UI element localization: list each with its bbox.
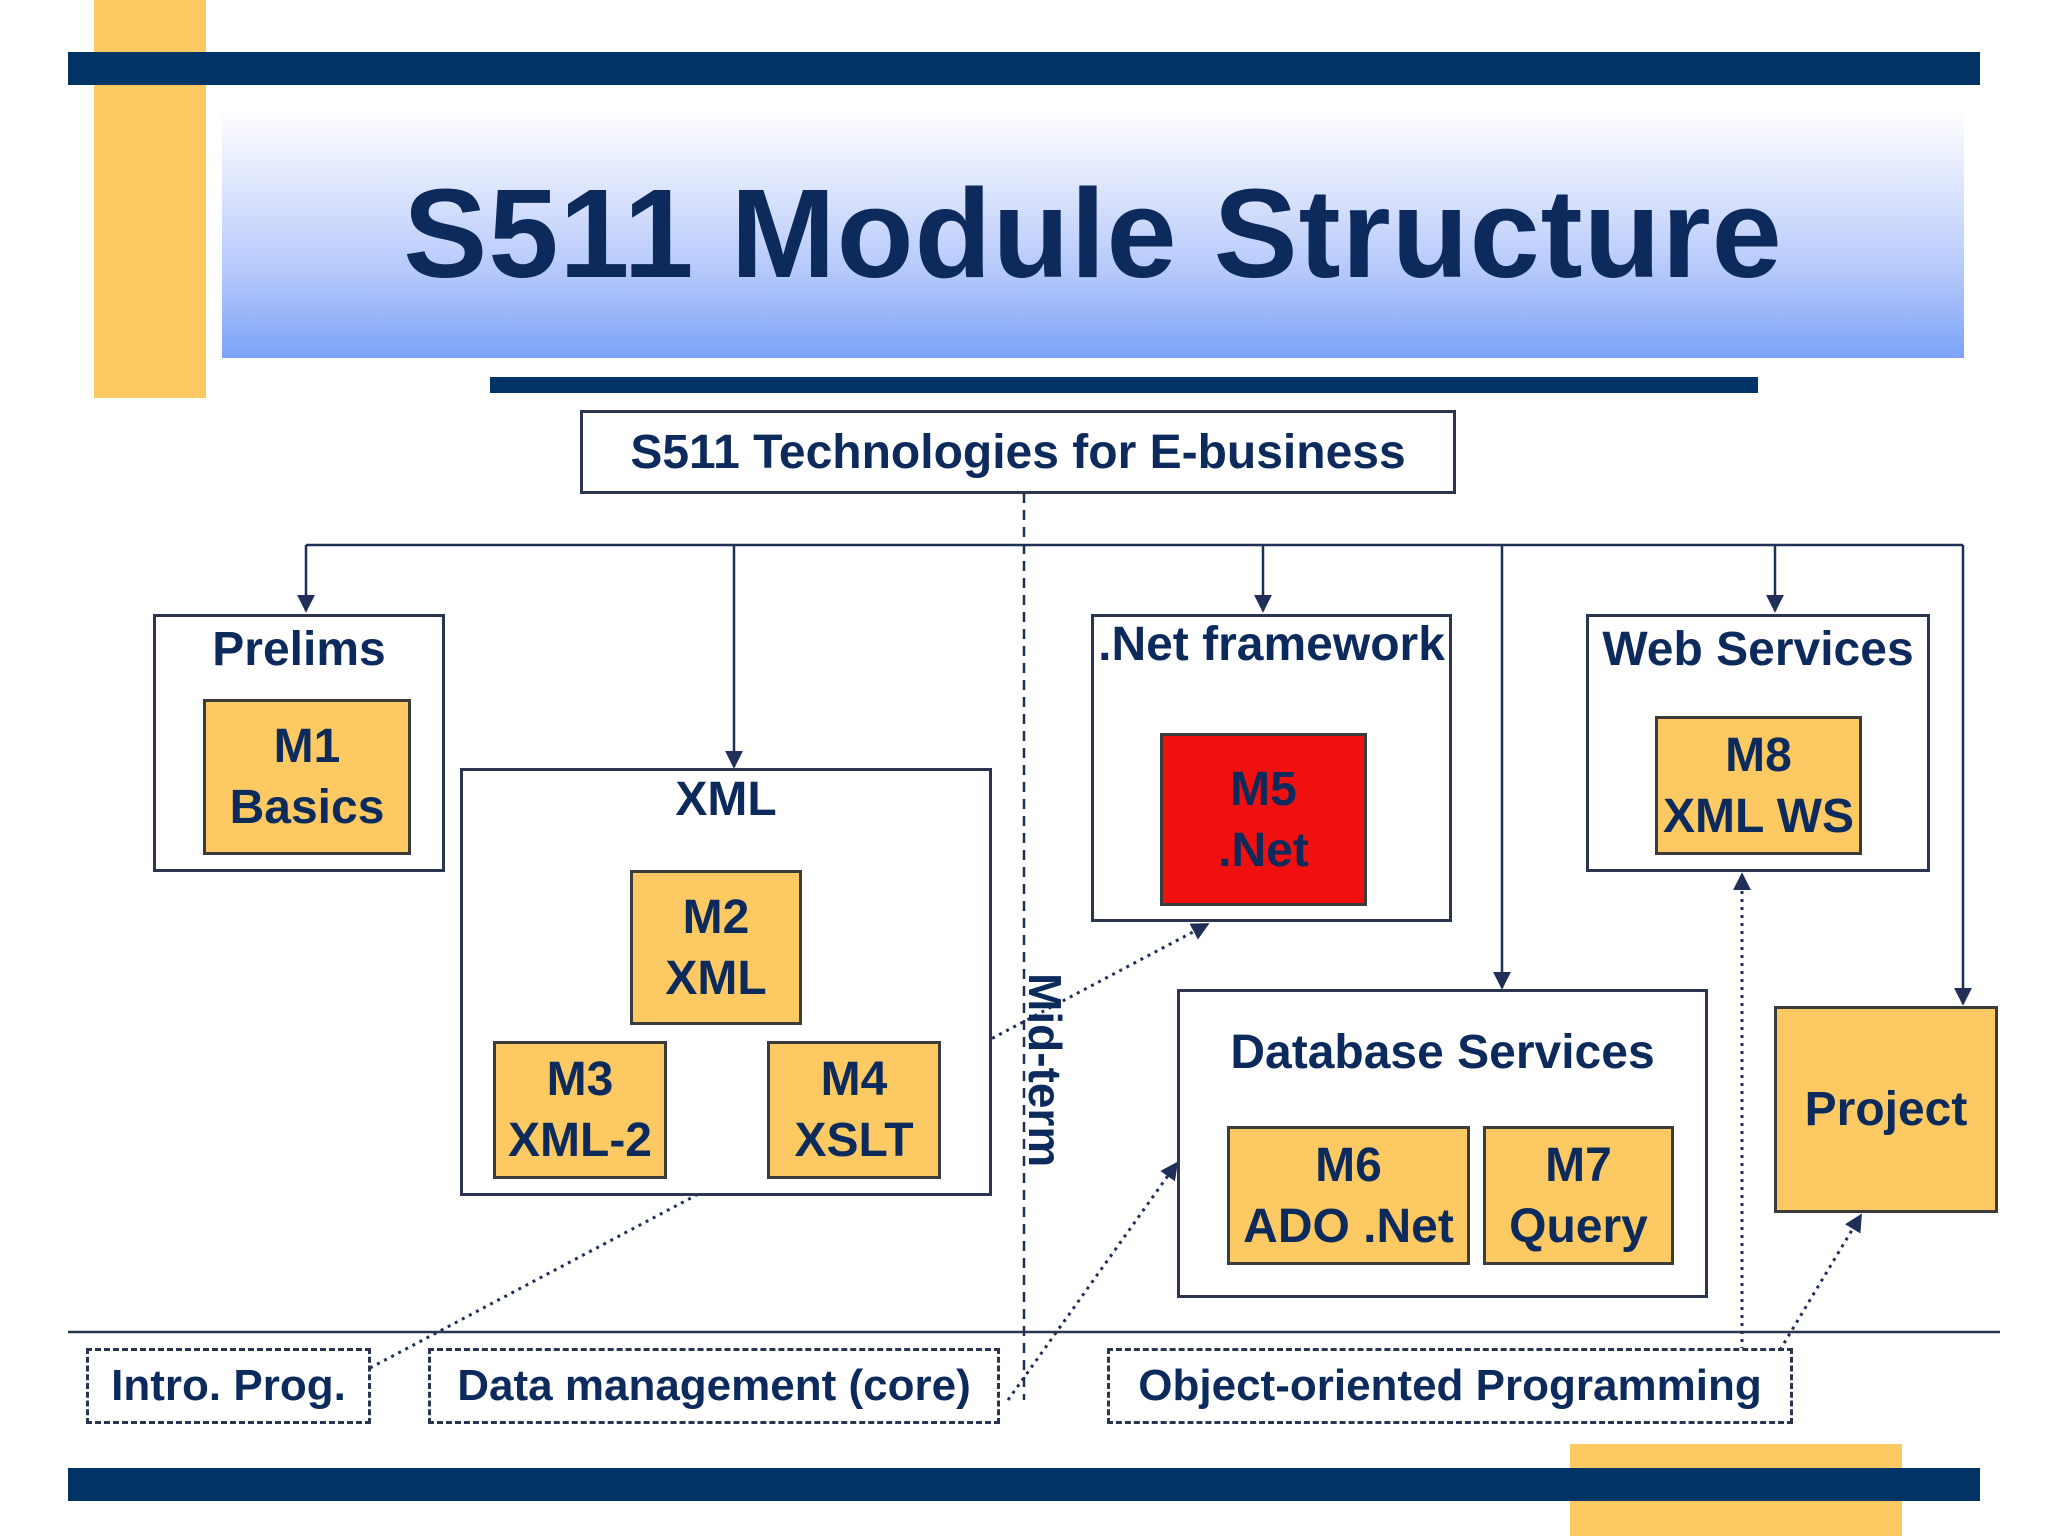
module-m6-name: ADO .Net — [1243, 1199, 1454, 1253]
module-m8-name: XML WS — [1662, 789, 1855, 843]
module-m2: M2 XML — [630, 870, 802, 1025]
module-m6: M6 ADO .Net — [1227, 1126, 1470, 1265]
prereq-data-management: Data management (core) — [428, 1348, 1000, 1424]
module-m6-code: M6 — [1315, 1138, 1382, 1192]
title-underline — [490, 377, 1758, 393]
module-m4-name: XSLT — [794, 1114, 914, 1167]
module-m1-code: M1 — [273, 720, 341, 773]
module-m7-name: Query — [1509, 1199, 1648, 1253]
group-xml-label: XML — [675, 773, 777, 826]
module-m5-name: .Net — [1218, 823, 1309, 877]
module-m5-code: M5 — [1230, 762, 1297, 816]
module-m4-code: M4 — [820, 1053, 888, 1106]
module-m5: M5 .Net — [1160, 733, 1367, 906]
module-m3-name: XML-2 — [508, 1114, 652, 1167]
module-m7-code: M7 — [1545, 1138, 1612, 1192]
title-band — [222, 108, 1964, 358]
project-box: Project — [1774, 1006, 1998, 1213]
root-course-box: S511 Technologies for E-business — [580, 410, 1456, 494]
module-m3: M3 XML-2 — [493, 1041, 667, 1179]
module-m2-name: XML — [665, 951, 767, 1005]
module-m4: M4 XSLT — [767, 1041, 941, 1179]
slide-title: S511 Module Structure — [403, 162, 1783, 304]
arrow-data-to-db — [1006, 1161, 1179, 1401]
group-web-services-label: Web Services — [1602, 623, 1914, 676]
group-net-label: .Net framework — [1098, 618, 1445, 671]
module-m3-code: M3 — [546, 1053, 614, 1106]
top-rule — [68, 52, 1980, 85]
prereq-intro-prog: Intro. Prog. — [86, 1348, 371, 1424]
module-m1-name: Basics — [229, 781, 385, 834]
arrow-oop-to-project — [1778, 1213, 1863, 1351]
group-prelims-label: Prelims — [212, 623, 386, 676]
midterm-label: Mid-term — [1019, 973, 1071, 1168]
module-m1: M1 Basics — [203, 699, 411, 855]
project-label: Project — [1804, 1083, 1968, 1136]
module-m2-code: M2 — [682, 890, 750, 944]
module-m8: M8 XML WS — [1655, 716, 1862, 855]
prereq-oop: Object-oriented Programming — [1107, 1348, 1793, 1424]
bottom-rule — [68, 1468, 1980, 1501]
module-m8-code: M8 — [1725, 728, 1792, 782]
group-database-services-label: Database Services — [1230, 1026, 1655, 1079]
module-m7: M7 Query — [1483, 1126, 1674, 1265]
